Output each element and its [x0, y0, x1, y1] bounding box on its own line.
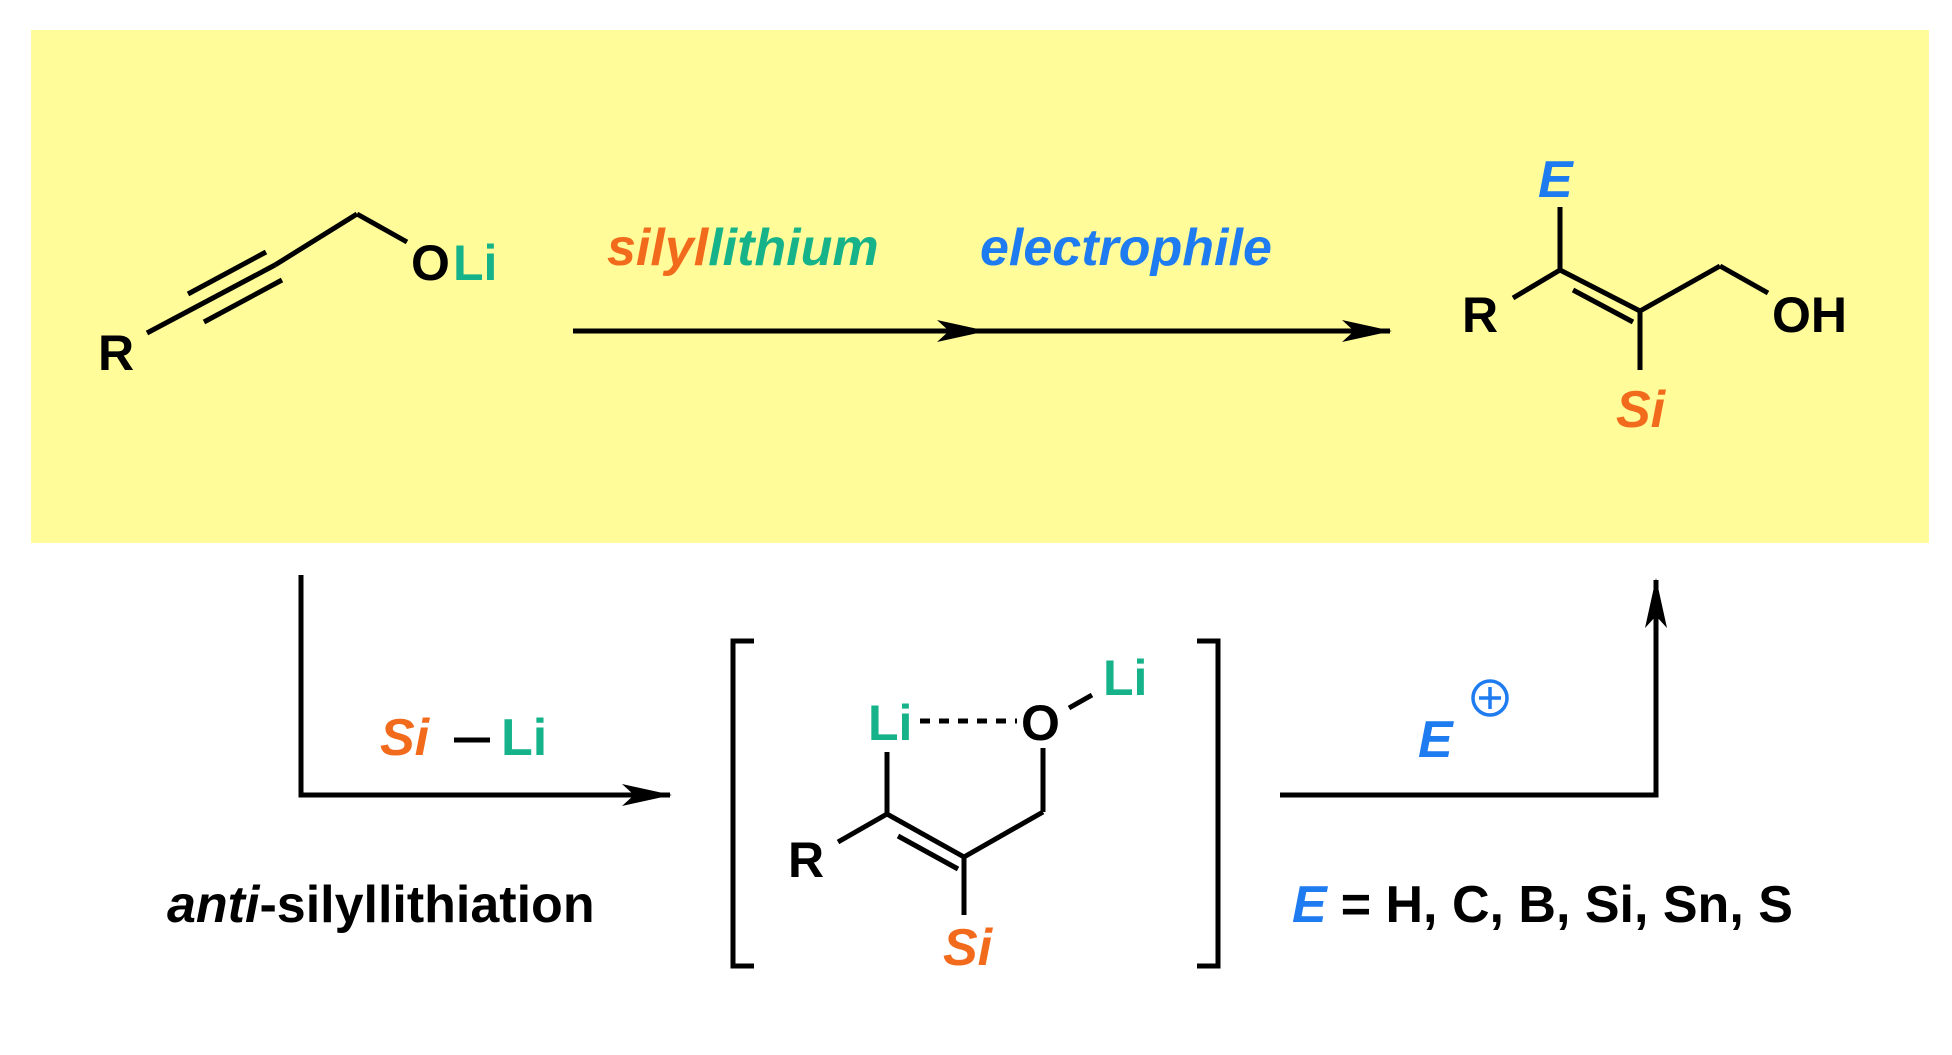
electrophile-scope: E= H, C, B, Si, Sn, S	[1292, 876, 1793, 934]
intermediate-structure: Li O Li R Si	[788, 650, 1147, 977]
positive-charge-icon	[1471, 679, 1509, 717]
product-e-label: E	[1538, 151, 1574, 209]
product-structure: E R OH Si	[1462, 151, 1847, 439]
electrophile-trapping-arrow	[1280, 578, 1667, 798]
intermediate-oxygen: O	[1021, 695, 1060, 751]
right-bracket	[1197, 638, 1221, 969]
reactant-structure: R O Li	[98, 211, 497, 381]
intermediate-vinyl-li: Li	[868, 695, 912, 751]
electrophile-e-label: E	[1418, 711, 1454, 769]
intermediate-r-label: R	[788, 832, 824, 888]
left-bracket	[730, 638, 754, 969]
reactant-oxygen-label: O	[411, 235, 450, 291]
silyllithium-reagent-li: Li	[501, 709, 547, 767]
reactant-r-label: R	[98, 325, 134, 381]
intermediate-si-label: Si	[943, 919, 994, 977]
highlight-panel	[31, 30, 1929, 543]
product-r-label: R	[1462, 287, 1498, 343]
product-si-label: Si	[1616, 381, 1667, 439]
silyllithiation-arrow	[298, 575, 672, 806]
process-label: anti-silyllithiation	[167, 876, 595, 934]
intermediate-o-li: Li	[1103, 650, 1147, 706]
reagent-silyllithium: silyllithium	[607, 219, 879, 277]
reactant-lithium-label: Li	[453, 235, 497, 291]
silyllithium-reagent: Si	[380, 709, 431, 767]
reagent-electrophile: electrophile	[980, 219, 1272, 277]
product-oh-label: OH	[1772, 287, 1847, 343]
